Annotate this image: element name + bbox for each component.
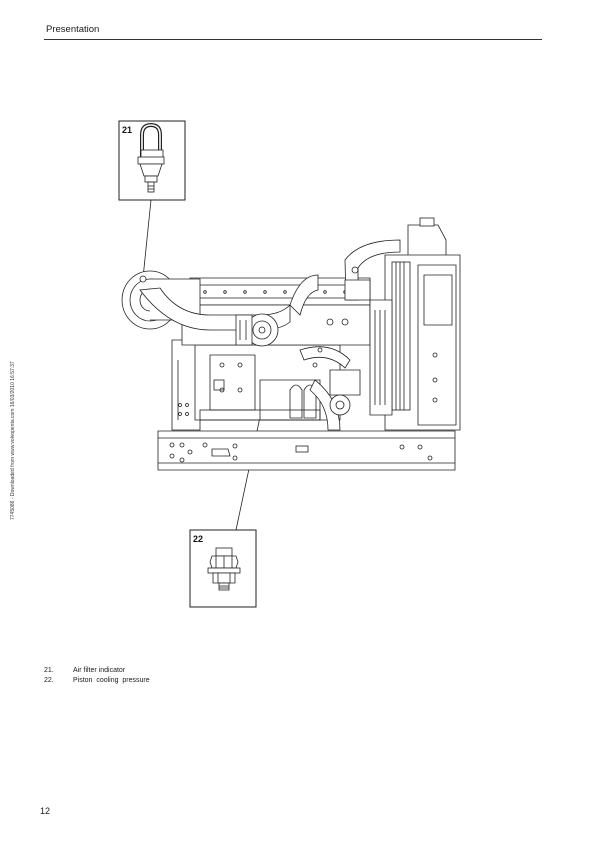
callout-number-21: 21 <box>122 125 132 135</box>
legend-item-label: Piston cooling pressure <box>73 677 150 684</box>
engine-block <box>171 339 341 431</box>
callout-number-22: 22 <box>193 534 203 544</box>
coolant-pipes <box>299 239 401 431</box>
leader-line-21 <box>142 199 152 279</box>
piston-cooling-sensor-icon <box>207 547 241 591</box>
legend-item-label: Air filter indicator <box>73 667 126 674</box>
legend-item-number: 21. <box>44 667 54 674</box>
callout-box-22 <box>189 529 257 608</box>
legend-item: 21. Air filter indicator <box>44 666 150 676</box>
turbocharger <box>235 313 279 347</box>
front-pulleys <box>329 266 371 416</box>
engine-base-frame <box>157 430 456 471</box>
callout-box-21 <box>118 120 186 201</box>
air-filter-indicator-icon <box>137 122 165 193</box>
legend-item: 22. Piston cooling pressure <box>44 676 150 686</box>
figure-legend: 21. Air filter indicator 22. Piston cool… <box>44 666 150 686</box>
radiator <box>369 217 461 431</box>
header-divider <box>44 39 542 40</box>
page-header-title: Presentation <box>46 24 100 35</box>
page-number: 12 <box>40 806 51 816</box>
legend-item-number: 22. <box>44 677 54 684</box>
